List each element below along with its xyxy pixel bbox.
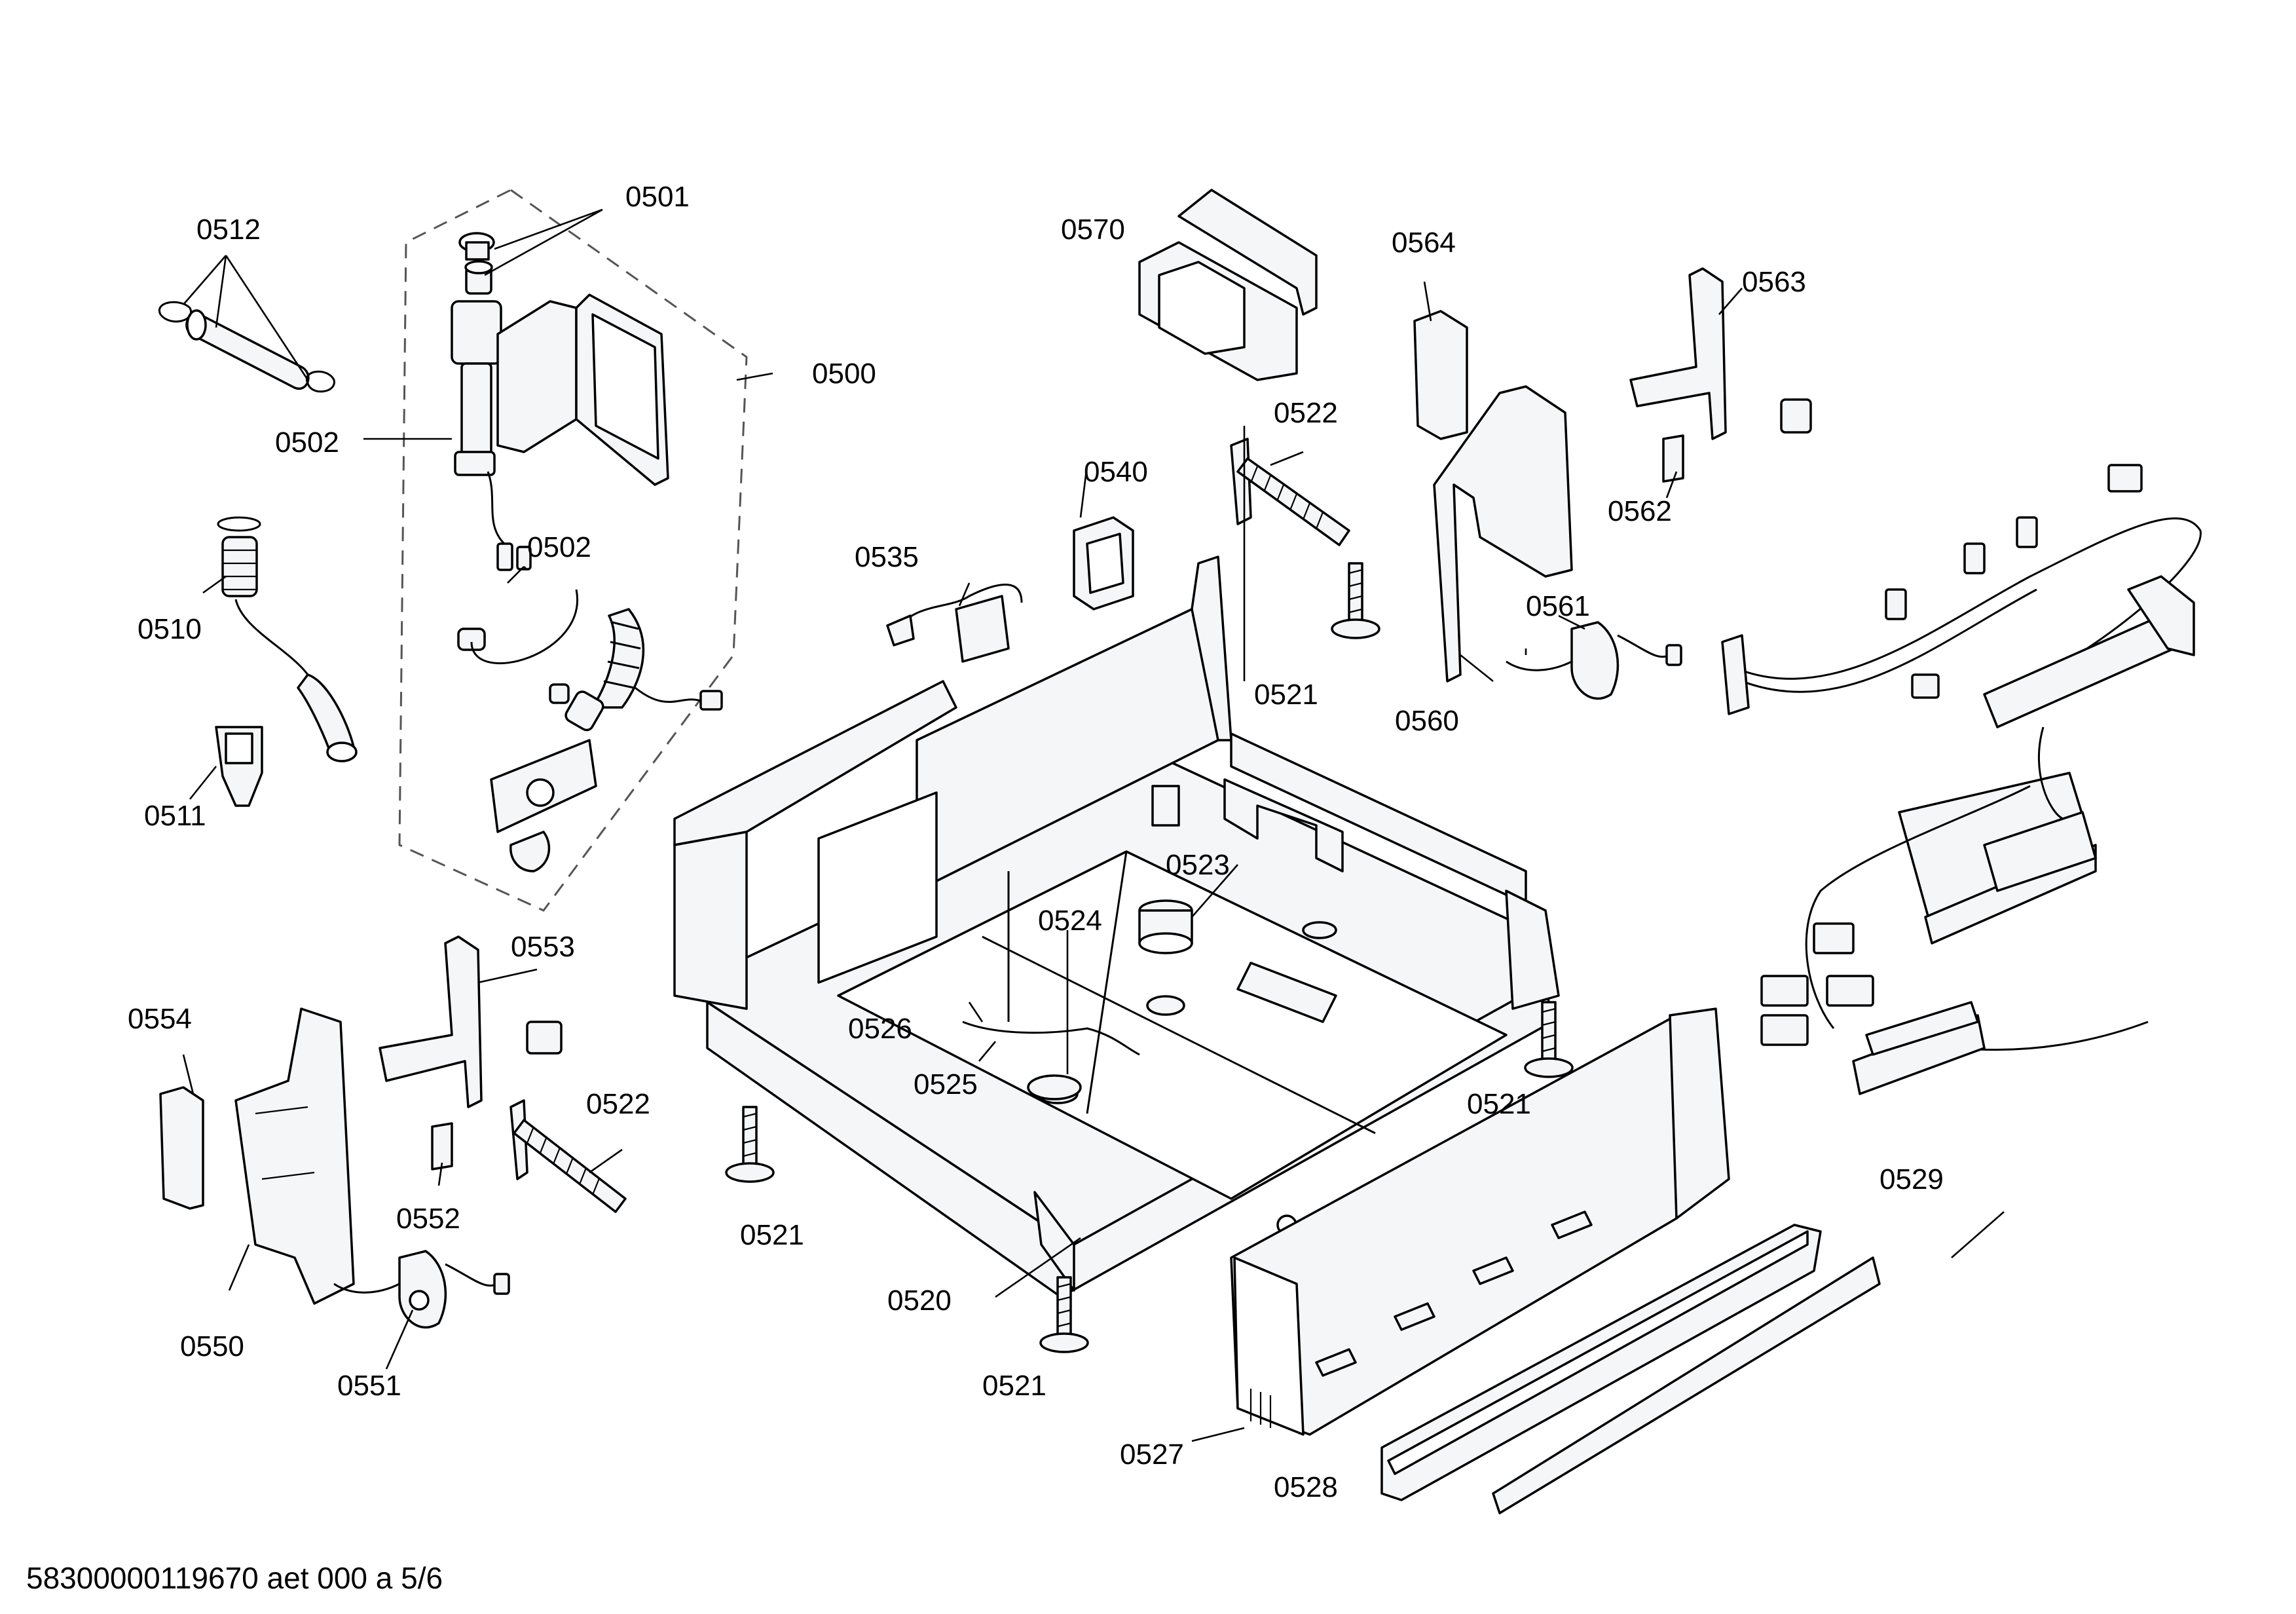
callout-label: 0512 (196, 214, 261, 246)
drawing-reference: 58300000119670 aet 000 a 5/6 (26, 1561, 443, 1595)
callout-label: 0563 (1742, 266, 1806, 298)
callout-label: 0500 (812, 358, 876, 390)
callout-label: 0560 (1395, 705, 1459, 737)
callout-label: 0535 (855, 541, 919, 573)
callout-label: 0521 (982, 1370, 1046, 1402)
callout-label: 0520 (887, 1285, 952, 1317)
part-handle-0527 (1380, 1224, 1822, 1501)
part-plate-0560 (1433, 385, 1573, 683)
callout-labels: 0501 0500 0502 0502 0512 0510 0511 0570 … (128, 181, 1944, 1503)
part-spring-0522-left (509, 1099, 627, 1213)
callout-label: 0540 (1084, 456, 1148, 488)
callout-label: 0524 (1038, 905, 1102, 937)
callout-label: 0526 (848, 1013, 912, 1045)
part-cover-0554 (159, 1086, 204, 1210)
part-strip-0529 (1492, 1256, 1881, 1514)
part-cover-0564 (1413, 310, 1468, 440)
callout-label: 0561 (1526, 590, 1590, 622)
part-harness-0535 (886, 584, 1023, 663)
part-hook-0552 (431, 1122, 453, 1171)
callout-label: 0528 (1274, 1471, 1338, 1503)
callout-label: 0502 (275, 426, 339, 459)
part-valve-body-0502 (451, 300, 532, 651)
part-foot-0521-c (725, 1106, 775, 1183)
callout-label: 0510 (138, 613, 202, 645)
callout-label: 0553 (511, 931, 575, 963)
part-hook-0562 (1662, 434, 1684, 483)
part-wiring-harness (1721, 464, 2202, 1095)
part-panel-0528 (1230, 1007, 1730, 1436)
part-spring-0522-right (1230, 438, 1350, 546)
callout-label: 0501 (625, 181, 690, 213)
callout-label: 0523 (1166, 849, 1230, 881)
assembly-boundary-0500 (398, 189, 748, 912)
part-valve-housing (496, 293, 669, 486)
callout-label: 0527 (1120, 1438, 1184, 1471)
part-hose-coil (470, 589, 723, 732)
callout-label: 0522 (586, 1088, 650, 1120)
callout-label: 0554 (128, 1003, 192, 1035)
part-pipe-0512 (158, 301, 335, 393)
callout-label: 0525 (914, 1068, 978, 1100)
part-bracket-lower (490, 739, 597, 873)
callout-label: 0529 (1879, 1163, 1944, 1195)
callout-label: 0521 (1254, 679, 1318, 711)
part-base-0520 (673, 555, 1560, 1298)
callout-label: 0570 (1061, 214, 1125, 246)
callout-label: 0552 (396, 1203, 460, 1235)
part-foot-0521-a (1331, 562, 1380, 639)
part-bracket-0553 (379, 935, 563, 1108)
callout-label: 0562 (1608, 495, 1672, 527)
part-valve-0501 (458, 232, 495, 295)
callout-label: 0521 (740, 1219, 804, 1251)
callout-label: 0522 (1274, 397, 1338, 429)
callout-label: 0564 (1392, 227, 1456, 259)
part-float-0525 (962, 1021, 1140, 1100)
callout-label: 0550 (180, 1330, 244, 1362)
callout-label: 0502 (527, 531, 591, 563)
part-plate-0550 (234, 1007, 355, 1305)
part-switch-0540 (1073, 516, 1134, 610)
callout-label: 0521 (1467, 1088, 1531, 1120)
part-bracket-0563 (1629, 267, 1812, 440)
leader-lines (182, 208, 2005, 1442)
part-clip-0511 (215, 726, 263, 807)
callout-label: 0551 (337, 1370, 401, 1402)
part-hose-0510 (217, 516, 358, 762)
part-module-0570 (1138, 189, 1318, 381)
part-sensor-0561 (1506, 621, 1682, 700)
part-foot-0521-b (1524, 1001, 1574, 1078)
callout-label: 0511 (144, 800, 206, 832)
part-foot-0521-d (1039, 1276, 1089, 1353)
part-sensor-0551 (333, 1250, 510, 1329)
